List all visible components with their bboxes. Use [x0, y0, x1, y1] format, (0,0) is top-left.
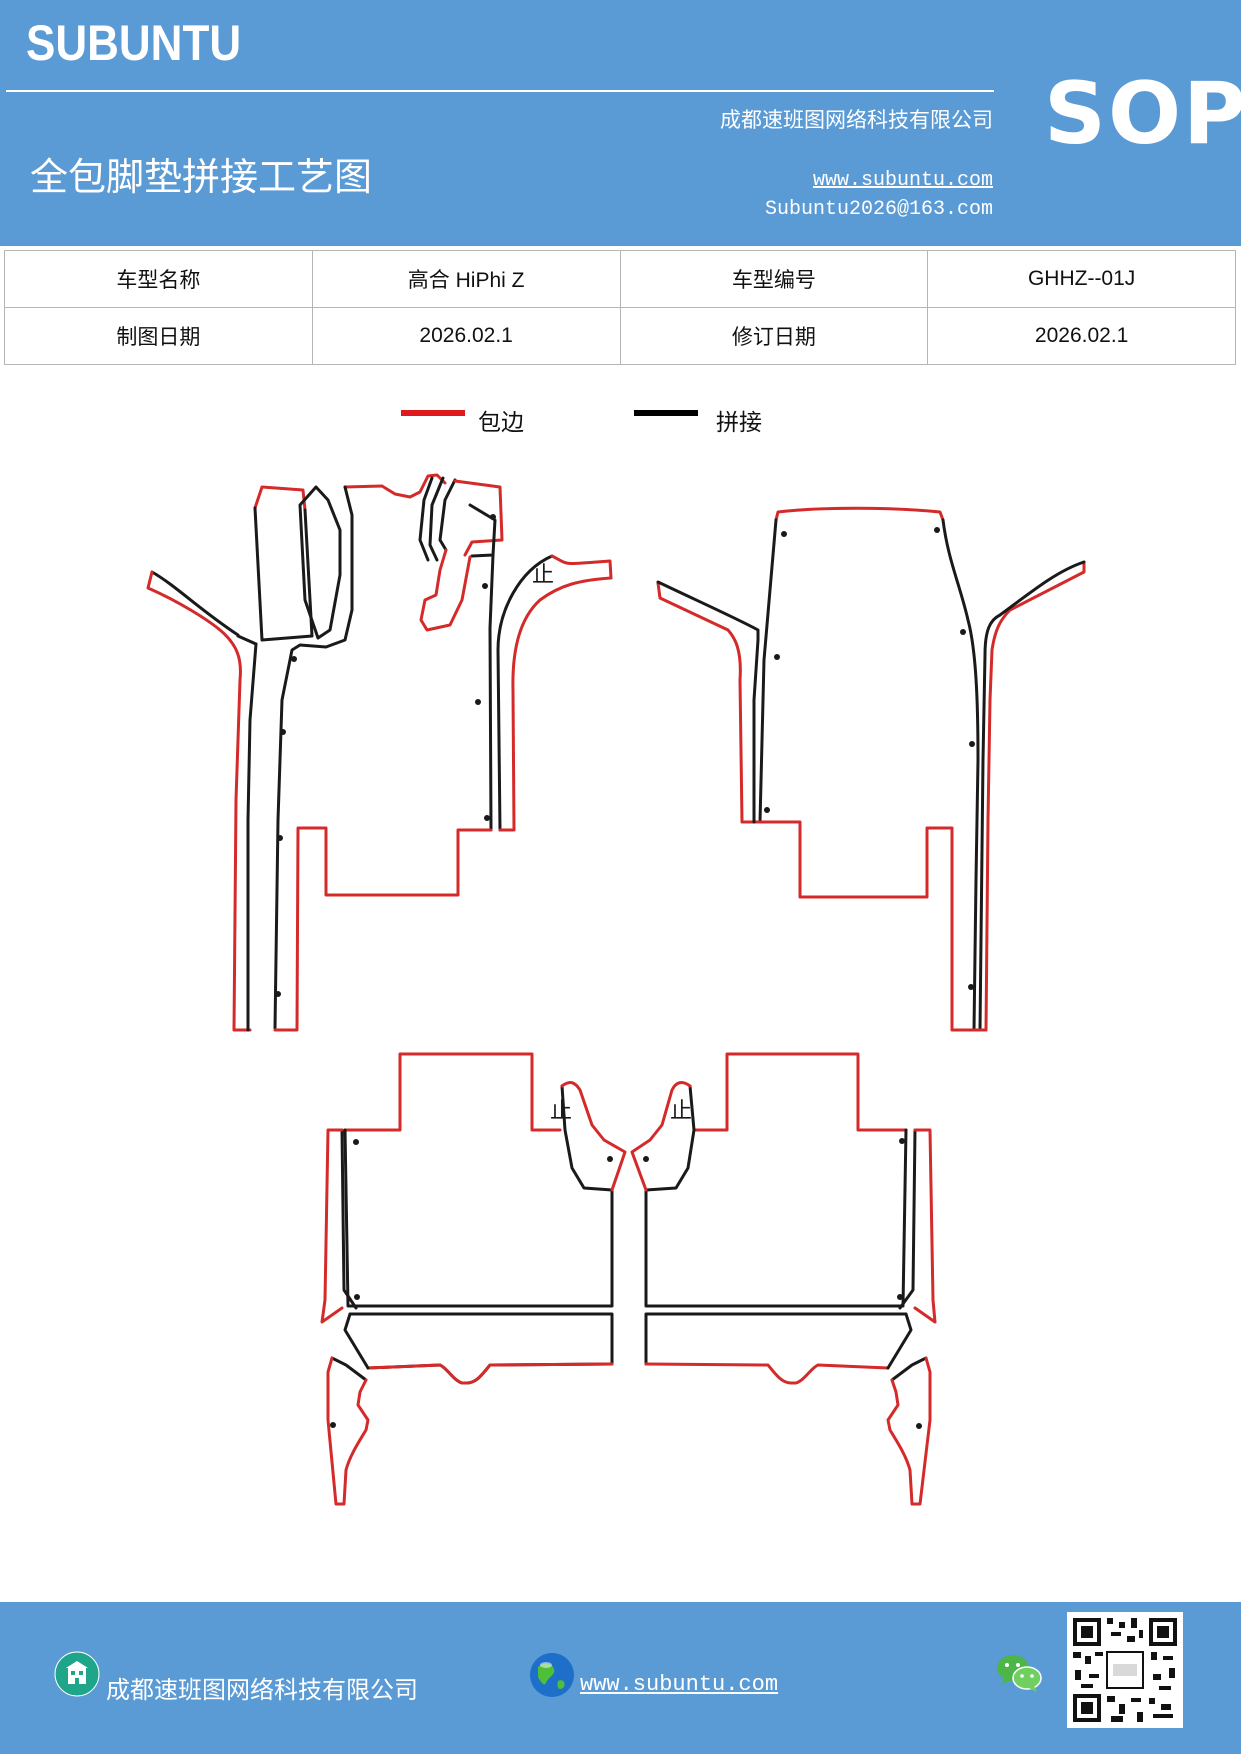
header-divider: [6, 90, 994, 92]
footer-company-name: 成都速班图网络科技有限公司: [106, 1676, 418, 1704]
model-code-label: 车型编号: [619, 250, 929, 308]
stop-mark: 止: [550, 1099, 572, 1124]
revise-date-value: 2026.02.1: [927, 307, 1236, 365]
header-website-link[interactable]: www.subuntu.com: [812, 169, 993, 192]
header-email: Subuntu2026@163.com: [764, 198, 993, 221]
model-name-value: 高合 HiPhi Z: [311, 250, 621, 308]
footer-website-link[interactable]: www.subuntu.com: [580, 1672, 779, 1697]
revise-date-label: 修订日期: [619, 307, 929, 365]
draw-date-label: 制图日期: [4, 307, 313, 365]
rear-left-mat: [320, 1052, 627, 1506]
rear-right-mat: [630, 1052, 937, 1506]
wechat-icon: [997, 1655, 1042, 1692]
brand-logo: SUBUNTU: [26, 15, 242, 71]
passenger-front-mat: [656, 506, 1086, 1032]
qr-code[interactable]: [1067, 1612, 1183, 1728]
legend-swatch-seam: [634, 410, 698, 416]
stop-mark: 止: [532, 563, 554, 588]
vehicle-info-table: 车型名称 高合 HiPhi Z 车型编号 GHHZ--01J 制图日期 2026…: [4, 250, 1236, 365]
legend-label-seam: 拼接: [716, 410, 762, 436]
globe-icon: [530, 1653, 574, 1697]
building-icon: [54, 1651, 100, 1697]
model-name-label: 车型名称: [4, 250, 313, 308]
table-row: 制图日期 2026.02.1 修订日期 2026.02.1: [4, 307, 1236, 365]
stop-mark: 止: [670, 1099, 692, 1124]
driver-front-mat: [146, 473, 613, 1032]
sop-badge: SOP: [1044, 64, 1241, 164]
legend-label-edge: 包边: [478, 410, 524, 436]
model-code-value: GHHZ--01J: [927, 250, 1236, 308]
table-row: 车型名称 高合 HiPhi Z 车型编号 GHHZ--01J: [4, 250, 1236, 308]
draw-date-value: 2026.02.1: [311, 307, 621, 365]
header-company-name: 成都速班图网络科技有限公司: [720, 108, 993, 132]
legend-swatch-edge: [401, 410, 465, 416]
header-banner: [0, 0, 1241, 246]
page-title: 全包脚垫拼接工艺图: [30, 155, 373, 199]
